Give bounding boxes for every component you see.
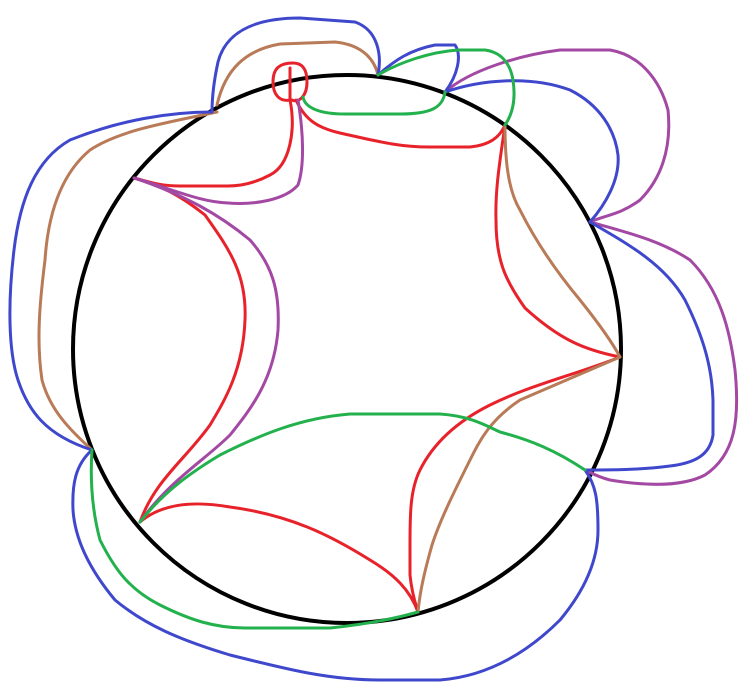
blue-outer-top-small — [376, 43, 460, 94]
red-chord-bottom — [138, 502, 420, 614]
red-self-loop — [271, 61, 309, 103]
green-outer-bottom — [89, 448, 420, 630]
green-inner-top — [301, 90, 447, 116]
purple-outer-top-right — [443, 48, 671, 224]
green-outer-top — [376, 48, 516, 127]
red-chord-top-right — [294, 98, 507, 149]
red-chord-right-lower — [408, 355, 622, 614]
red-curves — [132, 61, 622, 614]
purple-curves — [132, 48, 739, 524]
brown-right-upper — [503, 123, 622, 359]
red-chord-left — [132, 176, 247, 524]
purple-inner-top — [132, 98, 304, 205]
brown-curves — [37, 40, 622, 614]
purple-outer-right — [583, 220, 739, 486]
brown-outer-top — [215, 40, 380, 107]
blue-outer-right — [583, 220, 715, 472]
blue-outer-bottom — [71, 448, 600, 682]
brown-right-lower — [416, 355, 622, 614]
purple-inner-left — [132, 176, 280, 524]
brown-outer-left — [37, 110, 219, 452]
green-inner-bottom — [138, 412, 587, 524]
blue-outer-top — [210, 16, 381, 114]
blue-outer-left — [8, 110, 214, 452]
green-curves — [89, 48, 587, 630]
blue-curves — [8, 16, 715, 682]
red-chord-right-upper — [494, 123, 622, 359]
blue-outer-right-upper — [443, 79, 620, 224]
main-circle — [71, 73, 623, 625]
